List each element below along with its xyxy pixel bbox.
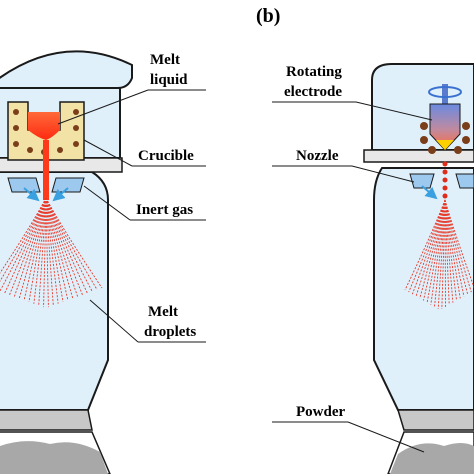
gas-jet-arrow-icon bbox=[421, 185, 438, 200]
right-droplet-stream bbox=[442, 161, 448, 199]
rotation-arrow-icon bbox=[428, 86, 462, 98]
right-separator-plate bbox=[363, 149, 474, 163]
left-dome bbox=[0, 50, 133, 89]
electrode-coil-dots bbox=[420, 122, 470, 154]
left-apparatus bbox=[0, 50, 133, 474]
right-nozzle bbox=[409, 173, 474, 200]
panel-label-b: (b) bbox=[256, 5, 280, 27]
left-gas-nozzle bbox=[7, 177, 85, 202]
melt-liquid bbox=[28, 112, 60, 140]
right-spray-chamber bbox=[373, 167, 474, 411]
label-melt-droplets-2: droplets bbox=[144, 324, 196, 340]
left-spray-chamber bbox=[0, 171, 109, 411]
label-melt-droplets-1: Melt bbox=[148, 304, 178, 320]
right-collector-funnel bbox=[396, 409, 474, 431]
spray-trajectory bbox=[45, 197, 103, 289]
gas-jet-arrow-icon bbox=[23, 187, 40, 202]
left-spray-cone bbox=[0, 197, 103, 308]
label-melt-liquid-2: liquid bbox=[150, 72, 188, 88]
electrode-tip bbox=[436, 140, 454, 150]
left-powder bbox=[0, 441, 108, 474]
label-melt-liquid-1: Melt bbox=[150, 52, 180, 68]
label-nozzle: Nozzle bbox=[296, 148, 339, 164]
label-crucible: Crucible bbox=[138, 148, 194, 164]
label-rotating-electrode-1: Rotating bbox=[286, 64, 342, 80]
left-labels: Melt liquid Crucible Inert gas Melt drop… bbox=[57, 52, 206, 343]
electrode-shaft bbox=[442, 84, 448, 104]
rotating-electrode bbox=[429, 103, 461, 151]
left-collector-funnel bbox=[0, 409, 93, 431]
right-spray-cone bbox=[404, 199, 474, 309]
gas-jet-arrow-icon bbox=[52, 187, 69, 202]
label-powder: Powder bbox=[296, 404, 345, 420]
right-labels: Rotating electrode Nozzle Powder bbox=[272, 64, 433, 453]
melt-stream bbox=[43, 140, 49, 200]
label-rotating-electrode-2: electrode bbox=[284, 84, 342, 100]
spray-trajectory bbox=[444, 199, 474, 289]
right-powder bbox=[390, 443, 474, 474]
crucible-heater-dots bbox=[13, 109, 79, 155]
label-inert-gas: Inert gas bbox=[136, 202, 193, 218]
right-apparatus bbox=[363, 63, 474, 474]
